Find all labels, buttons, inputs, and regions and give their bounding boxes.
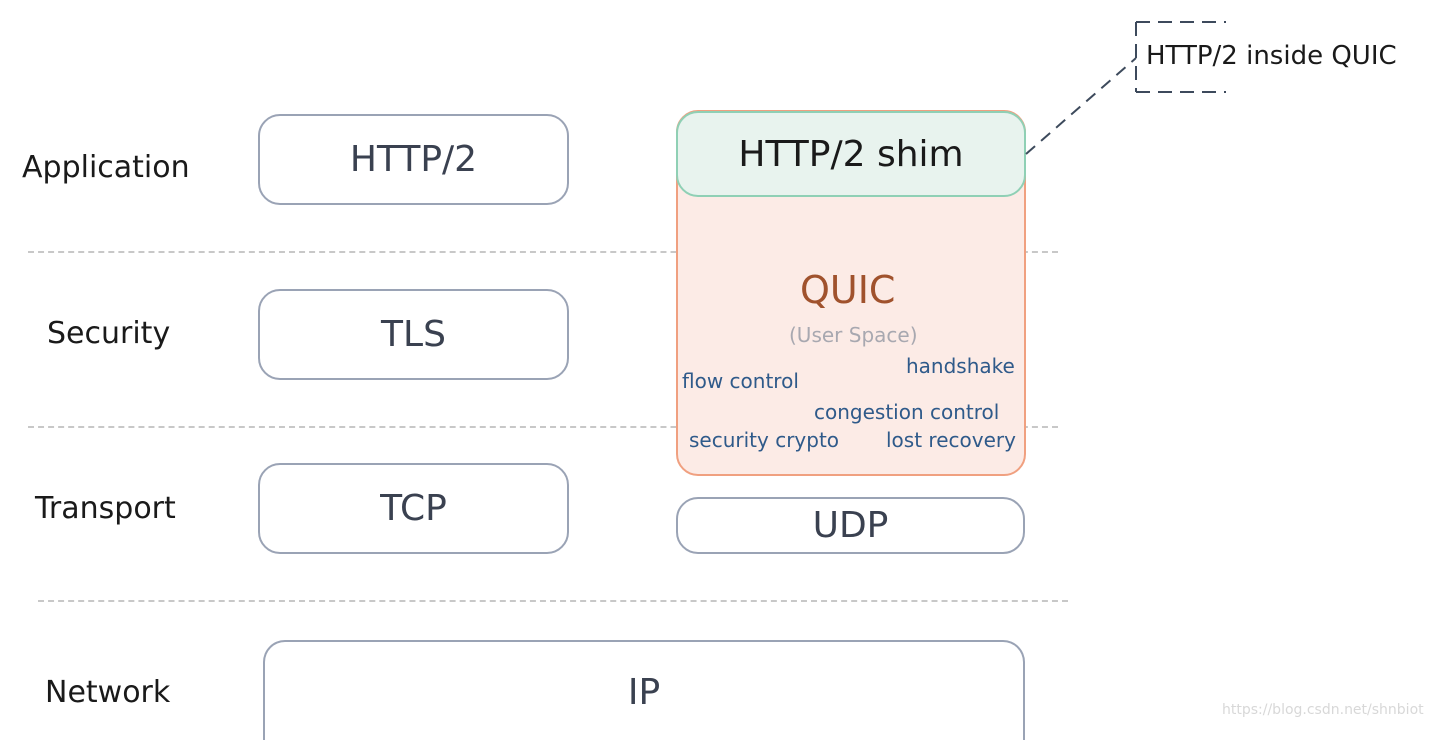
separator-security-transport — [28, 426, 1058, 428]
udp-box: UDP — [676, 497, 1025, 554]
layer-label-transport: Transport — [35, 491, 176, 526]
separator-transport-network — [38, 600, 1068, 602]
feature-handshake: handshake — [906, 354, 1015, 378]
ip-box: IP — [263, 640, 1025, 740]
tls-box: TLS — [258, 289, 569, 380]
watermark: https://blog.csdn.net/shnbiot — [1222, 702, 1424, 718]
feature-security-crypto: security crypto — [689, 428, 840, 452]
feature-flow-control: flow control — [682, 369, 799, 393]
feature-congestion-control: congestion control — [814, 400, 1000, 424]
feature-lost-recovery: lost recovery — [886, 428, 1016, 452]
quic-title: QUIC — [800, 268, 896, 312]
layer-label-network: Network — [45, 675, 171, 710]
tcp-box: TCP — [258, 463, 569, 554]
http2-shim-box: HTTP/2 shim — [676, 111, 1026, 197]
layer-label-application: Application — [22, 150, 190, 185]
layer-label-security: Security — [47, 316, 171, 351]
quic-subtitle: (User Space) — [789, 323, 918, 347]
separator-application-security — [28, 251, 1058, 253]
http2-box: HTTP/2 — [258, 114, 569, 205]
callout-text: HTTP/2 inside QUIC — [1146, 41, 1397, 71]
